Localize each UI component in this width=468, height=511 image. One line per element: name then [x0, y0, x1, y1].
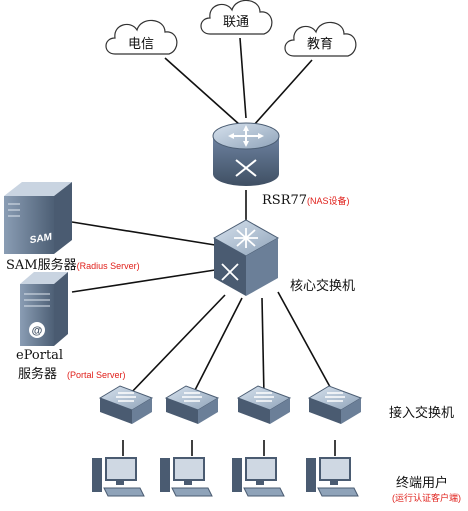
sam-server-note: (Radius Server) — [76, 261, 140, 271]
svg-text:@: @ — [32, 325, 43, 337]
cloud-liantong: 联通 — [200, 0, 273, 35]
pc-icon-2 — [160, 457, 213, 497]
link-core-access-2 — [191, 297, 243, 397]
core-switch-icon — [212, 219, 280, 296]
router-name: RSR77 — [262, 193, 308, 208]
sam-server-label: SAM服务器(Radius Server) — [6, 254, 140, 273]
eportal-server-note: (Portal Server) — [67, 370, 126, 380]
link-core-access-4 — [277, 291, 336, 397]
end-user-label: 终端用户 (运行认证客户端) — [392, 472, 461, 504]
end-user-note: (运行认证客户端) — [392, 493, 461, 503]
eportal-server-label: ePortal 服务器 (Portal Server) — [16, 348, 126, 382]
core-switch-label: 核心交换机 — [290, 275, 355, 294]
eportal-server-icon: @ — [20, 272, 68, 346]
cloud-dianxin: 电信 — [105, 19, 178, 55]
link-core-access-3 — [261, 297, 265, 397]
cloud-label-jiaoyu: 教育 — [307, 36, 333, 52]
sam-server-icon: SAM — [4, 182, 72, 254]
pc-icon-3 — [232, 457, 285, 497]
pc-icon-1 — [92, 457, 145, 497]
link-cloud-jiaoyu-router — [253, 59, 313, 126]
end-user-name: 终端用户 — [396, 476, 449, 491]
access-switch-icon-3 — [236, 385, 292, 424]
core-switch-name: 核心交换机 — [290, 279, 356, 294]
access-switch-icon-2 — [164, 385, 220, 424]
access-switch-icon-4 — [307, 385, 363, 424]
cloud-label-liantong: 联通 — [223, 15, 249, 30]
sam-icon-text: SAM — [30, 232, 52, 247]
router-note: (NAS设备) — [307, 196, 350, 206]
links — [71, 37, 336, 456]
access-switch-name: 接入交换机 — [389, 406, 455, 421]
cloud-jiaoyu: 教育 — [284, 21, 357, 57]
link-cloud-dianxin-router — [164, 57, 241, 126]
access-switch-label: 接入交换机 — [389, 402, 454, 421]
router-label: RSR77(NAS设备) — [262, 189, 350, 208]
link-cloud-liantong-router — [239, 37, 247, 119]
link-eportal-core — [71, 269, 216, 293]
link-sam-core — [71, 221, 216, 246]
access-switch-icon-1 — [98, 385, 154, 424]
router-icon — [212, 122, 280, 186]
link-core-access-1 — [127, 294, 226, 397]
cloud-label-dianxin: 电信 — [128, 37, 154, 52]
eportal-name-row: 服务器 (Portal Server) — [16, 363, 126, 382]
sam-server-name: SAM服务器 — [6, 258, 77, 273]
eportal-name-line1: ePortal — [16, 348, 64, 363]
pc-icon-4 — [306, 457, 359, 497]
eportal-name-line2: 服务器 — [18, 367, 58, 382]
